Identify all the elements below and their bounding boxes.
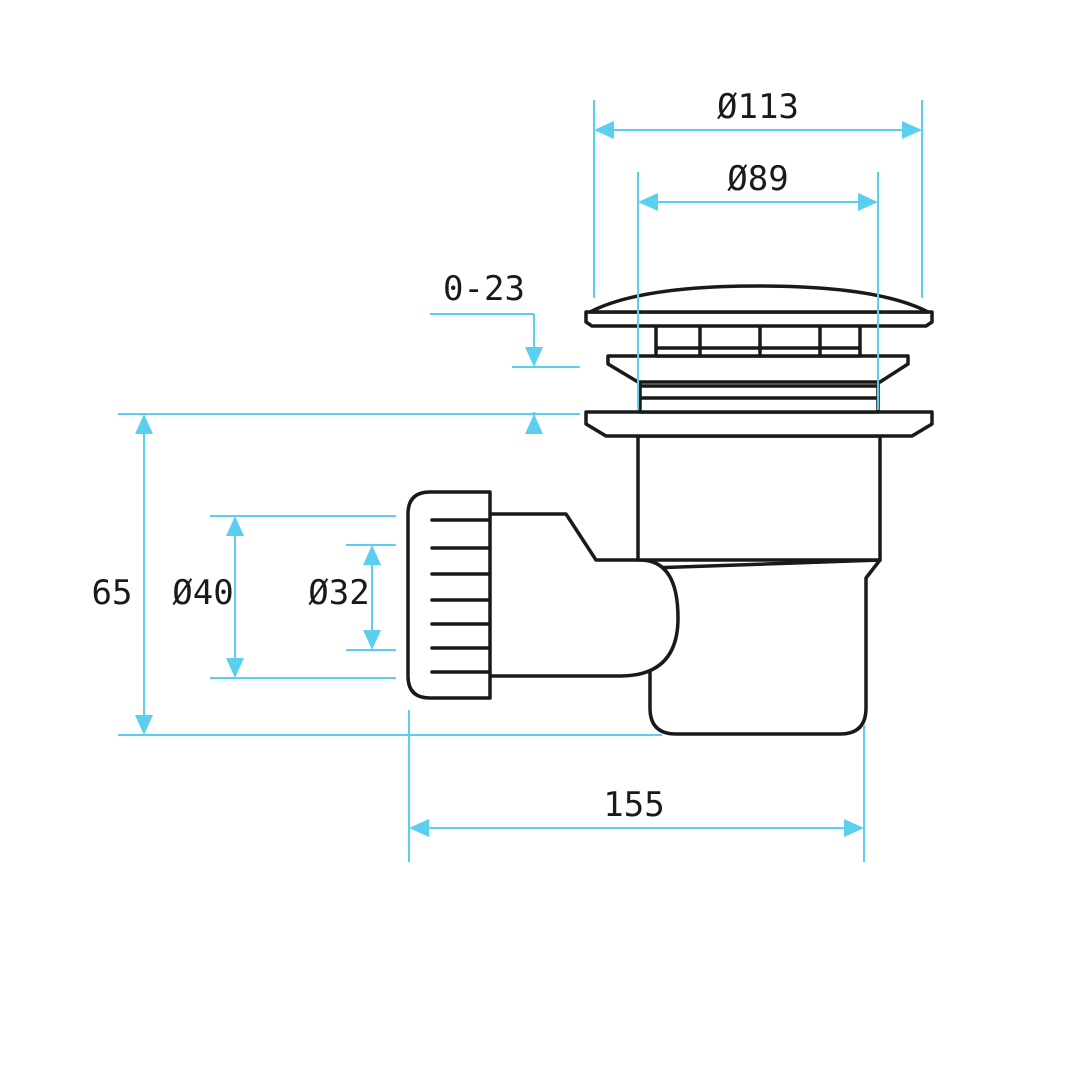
dimension-outlet-outer-diameter: Ø40 bbox=[172, 515, 396, 679]
arrow-right-icon bbox=[858, 193, 878, 211]
waste-trap-body bbox=[406, 284, 934, 736]
arrow-down-icon bbox=[135, 715, 153, 735]
dimension-label: Ø113 bbox=[717, 87, 799, 127]
dimension-label: 155 bbox=[603, 785, 664, 825]
dimension-outlet-inner-diameter: Ø32 bbox=[308, 544, 396, 651]
dimension-overall-length: 155 bbox=[408, 710, 865, 862]
arrow-down-icon bbox=[363, 630, 381, 650]
arrow-up-icon bbox=[226, 516, 244, 536]
stem bbox=[654, 322, 862, 358]
cap bbox=[584, 310, 934, 328]
arrow-left-icon bbox=[409, 819, 429, 837]
arrow-down-icon bbox=[226, 658, 244, 678]
dimension-label: 0-23 bbox=[443, 269, 525, 309]
arrow-left-icon bbox=[638, 193, 658, 211]
dimension-cap-inner-diameter: Ø89 bbox=[637, 159, 879, 410]
dimension-label: Ø32 bbox=[308, 573, 369, 613]
arrow-up-icon bbox=[135, 414, 153, 434]
trap-cup bbox=[648, 558, 882, 736]
dimension-height: 65 bbox=[92, 413, 662, 736]
dimension-label: 65 bbox=[92, 573, 133, 613]
cap-dome bbox=[588, 284, 930, 314]
arrow-right-icon bbox=[844, 819, 864, 837]
dimension-cap-outer-diameter: Ø113 bbox=[593, 87, 923, 298]
dimension-label: Ø89 bbox=[727, 159, 788, 199]
arrow-left-icon bbox=[594, 121, 614, 139]
arrow-down-icon bbox=[525, 347, 543, 367]
flange bbox=[584, 410, 934, 438]
dimension-height-adjust: 0-23 bbox=[430, 269, 580, 434]
outlet-nut bbox=[406, 490, 492, 700]
arrow-up-icon bbox=[525, 414, 543, 434]
seat-ring bbox=[606, 354, 910, 384]
arrow-up-icon bbox=[363, 545, 381, 565]
dimension-label: Ø40 bbox=[172, 573, 233, 613]
upper-body bbox=[636, 434, 882, 562]
arrow-right-icon bbox=[902, 121, 922, 139]
